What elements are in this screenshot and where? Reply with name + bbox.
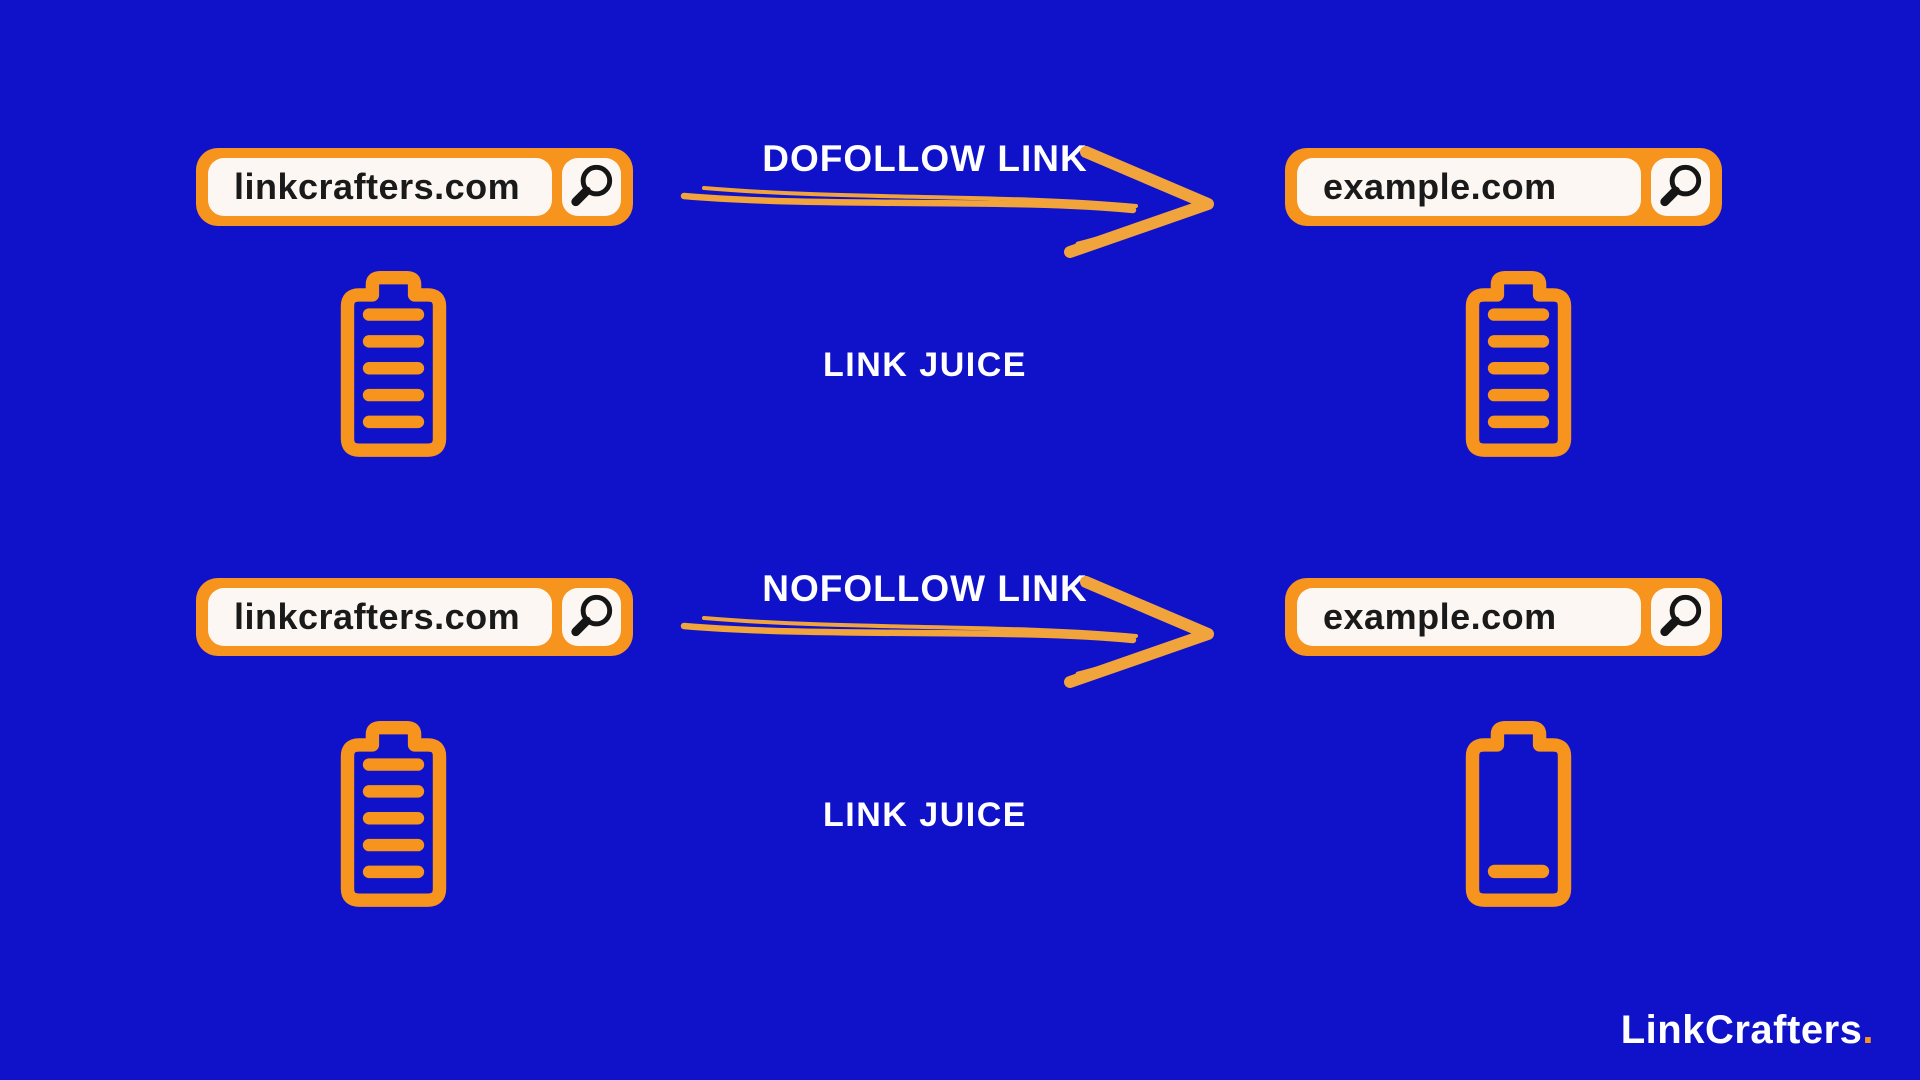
nofollow-source-search-button: [562, 588, 621, 646]
battery-full-icon: [336, 266, 451, 458]
hand-drawn-arrow-right-icon: [678, 576, 1223, 688]
brand-logo: LinkCrafters.: [1621, 1008, 1874, 1053]
magnifier-icon: [562, 588, 621, 646]
nofollow-target-url-text: example.com: [1323, 596, 1557, 637]
hand-drawn-arrow-right-icon: [678, 146, 1223, 258]
dofollow-source-searchbar: linkcrafters.com: [196, 148, 633, 226]
nofollow-source-url-text: linkcrafters.com: [234, 596, 521, 637]
brand-logo-text: LinkCrafters: [1620, 1008, 1863, 1052]
dofollow-source-url-field: linkcrafters.com: [208, 158, 552, 216]
nofollow-target-search-button: [1651, 588, 1710, 646]
battery-empty-icon: [1461, 716, 1576, 908]
nofollow-target-searchbar: example.com: [1285, 578, 1722, 656]
brand-logo-dot: .: [1862, 1008, 1874, 1052]
nofollow-source-url-field: linkcrafters.com: [208, 588, 552, 646]
nofollow-target-url-field: example.com: [1297, 588, 1641, 646]
nofollow-flow-label: LINK JUICE: [823, 796, 1027, 834]
dofollow-flow-label: LINK JUICE: [823, 346, 1027, 384]
magnifier-icon: [562, 158, 621, 216]
magnifier-icon: [1651, 158, 1710, 216]
nofollow-link-label: NOFOLLOW LINK: [762, 568, 1088, 609]
dofollow-target-url-field: example.com: [1297, 158, 1641, 216]
dofollow-link-label: DOFOLLOW LINK: [762, 138, 1088, 179]
magnifier-icon: [1651, 588, 1710, 646]
battery-full-icon: [336, 716, 451, 908]
nofollow-source-searchbar: linkcrafters.com: [196, 578, 633, 656]
dofollow-target-url-text: example.com: [1323, 166, 1557, 207]
dofollow-source-url-text: linkcrafters.com: [234, 166, 521, 207]
dofollow-target-searchbar: example.com: [1285, 148, 1722, 226]
dofollow-source-search-button: [562, 158, 621, 216]
battery-full-icon: [1461, 266, 1576, 458]
dofollow-target-search-button: [1651, 158, 1710, 216]
